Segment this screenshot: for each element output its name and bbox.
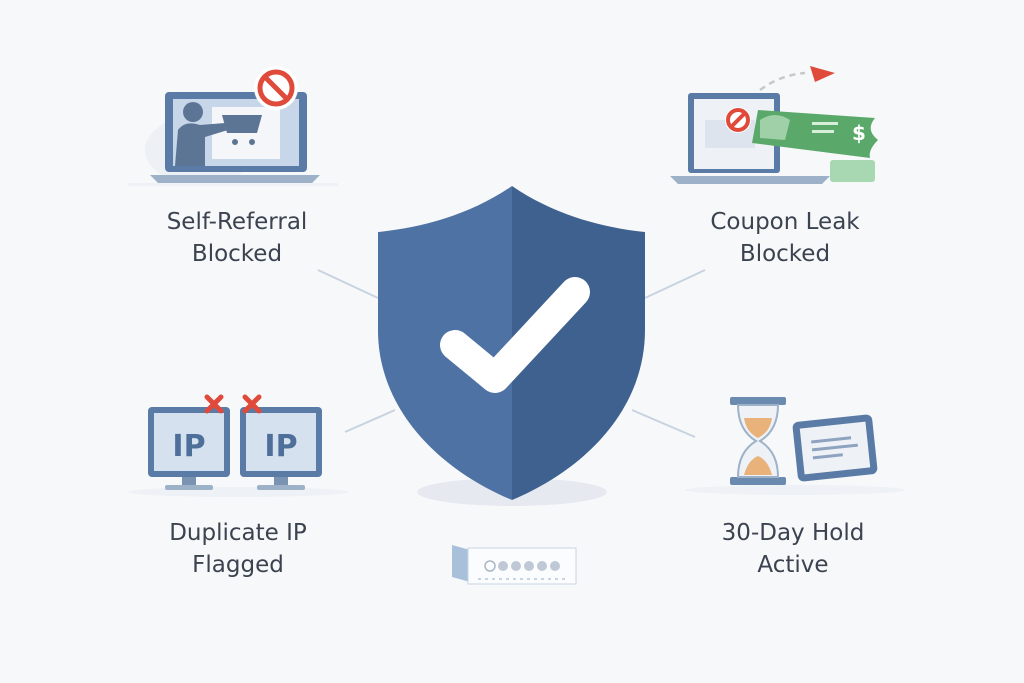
monitor-ip-text: IP [264,429,297,464]
duplicate-ip-monitors-icon: IP IP [128,394,348,497]
red-x-icon [204,394,262,414]
label-status: Active [757,552,829,578]
label-line: Coupon Leak [710,209,860,235]
duplicate-ip-label: Duplicate IP Flagged [118,517,358,581]
hourglass-tablet-icon [685,397,905,495]
self-referral-label: Self-Referral Blocked [117,206,357,270]
label-status: Blocked [739,241,831,267]
coupon-leak-label: Coupon Leak Blocked [665,206,905,270]
shield-check-icon [378,186,645,506]
label-line: Duplicate IP [169,520,307,546]
hold-label: 30-Day Hold Active [673,517,913,581]
label-status: Blocked [191,241,283,267]
connector-lines [317,269,706,438]
coupon-symbol: $ [852,121,866,145]
masked-card-icon [452,545,577,585]
label-line: Self-Referral [166,209,308,235]
laptop-cart-blocked-icon [128,66,338,186]
laptop-coupon-blocked-icon: $ [670,66,878,184]
monitor-ip-text: IP [172,429,205,464]
label-status: Flagged [192,552,284,578]
label-line: 30-Day Hold [721,520,865,546]
